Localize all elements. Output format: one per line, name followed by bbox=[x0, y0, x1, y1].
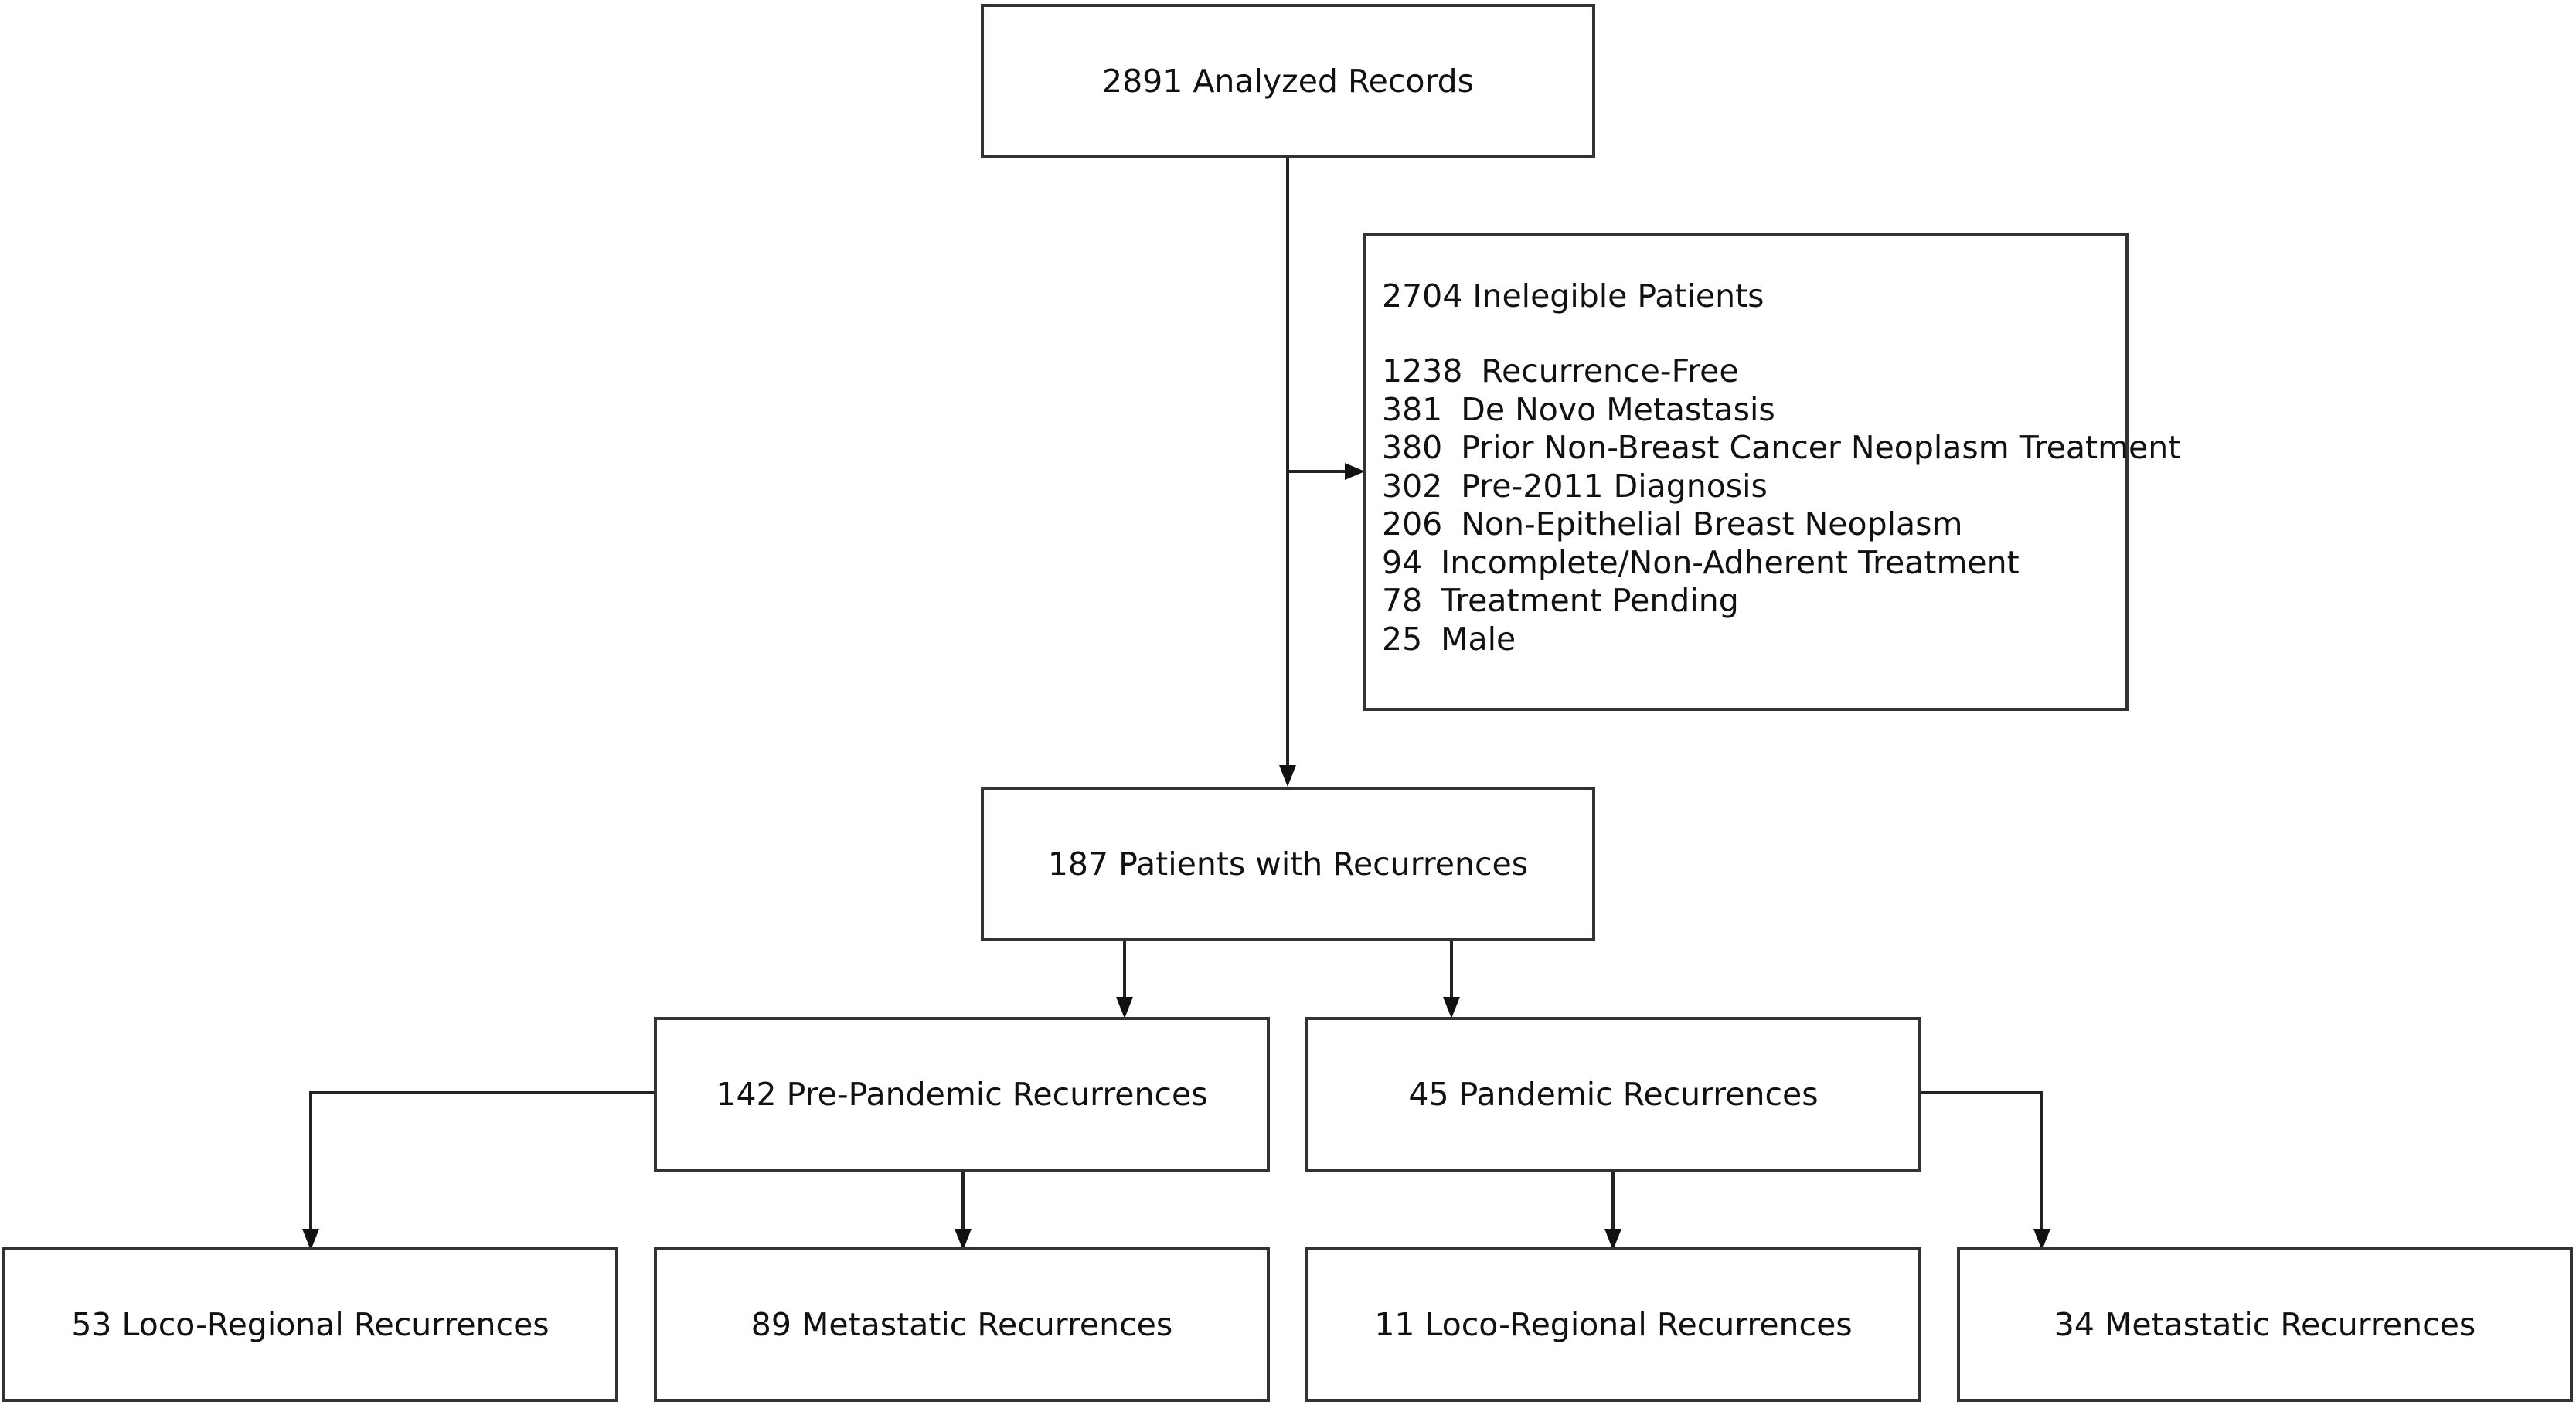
pre-pandemic-recurrences-box: 142 Pre-Pandemic Recurrences bbox=[654, 1017, 1270, 1172]
ineligible-reason-item: 380 Prior Non-Breast Cancer Neoplasm Trea… bbox=[1382, 429, 2180, 468]
arrowhead-ineligible bbox=[1345, 463, 1365, 480]
ineligible-reason-count: 380 bbox=[1382, 429, 1443, 466]
ineligible-patients-title: 2704 Inelegible Patients bbox=[1382, 277, 1764, 315]
ineligible-reason-label: Non-Epithelial Breast Neoplasm bbox=[1461, 505, 1963, 543]
ineligible-reason-count: 94 bbox=[1382, 543, 1423, 581]
pandemic-loco-regional-box: 11 Loco-Regional Recurrences bbox=[1305, 1247, 1921, 1402]
ineligible-patients-box: 2704 Inelegible Patients 1238 Recurrence-… bbox=[1363, 233, 2180, 711]
pandemic-metastatic-label: 34 Metastatic Recurrences bbox=[2054, 1305, 2476, 1343]
pandemic-recurrences-label: 45 Pandemic Recurrences bbox=[1408, 1075, 1819, 1113]
ineligible-reason-item: 302 Pre-2011 Diagnosis bbox=[1382, 468, 2125, 506]
pre-pandemic-loco-regional-box: 53 Loco-Regional Recurrences bbox=[2, 1247, 618, 1402]
ineligible-reason-count: 206 bbox=[1382, 505, 1443, 543]
ineligible-reason-label: Incomplete/Non-Adherent Treatment bbox=[1441, 543, 2020, 581]
patients-with-recurrences-label: 187 Patients with Recurrences bbox=[1047, 845, 1529, 883]
pandemic-loco-regional-label: 11 Loco-Regional Recurrences bbox=[1374, 1305, 1853, 1343]
ineligible-reason-item: 94 Incomplete/Non-Adherent Treatment bbox=[1382, 544, 2125, 583]
arrowhead-pre-metastatic bbox=[955, 1229, 972, 1250]
ineligible-reason-count: 25 bbox=[1382, 620, 1423, 658]
connector-pandemic-to-metastatic bbox=[1919, 1091, 2043, 1229]
ineligible-reason-count: 381 bbox=[1382, 390, 1443, 428]
pre-pandemic-metastatic-label: 89 Metastatic Recurrences bbox=[750, 1305, 1173, 1343]
ineligible-reason-label: Male bbox=[1441, 620, 1516, 658]
ineligible-reason-count: 1238 bbox=[1382, 352, 1463, 390]
ineligible-reason-label: Recurrence-Free bbox=[1481, 352, 1739, 390]
ineligible-reason-item: 206 Non-Epithelial Breast Neoplasm bbox=[1382, 505, 2125, 544]
arrowhead-pre-loco-regional bbox=[302, 1229, 319, 1250]
ineligible-reason-label: Pre-2011 Diagnosis bbox=[1461, 467, 1768, 505]
arrowhead-recurrences bbox=[1279, 765, 1296, 787]
pandemic-metastatic-box: 34 Metastatic Recurrences bbox=[1957, 1247, 2573, 1402]
arrowhead-pan-loco-regional bbox=[1604, 1229, 1621, 1250]
arrowhead-pre-pandemic bbox=[1116, 997, 1133, 1019]
ineligible-reason-count: 302 bbox=[1382, 467, 1443, 505]
analyzed-records-box: 2891 Analyzed Records bbox=[981, 4, 1595, 158]
ineligible-reason-item: 381 De Novo Metastasis bbox=[1382, 391, 2125, 430]
analyzed-records-label: 2891 Analyzed Records bbox=[1101, 62, 1474, 100]
ineligible-reason-item: 1238 Recurrence-Free bbox=[1382, 352, 2125, 391]
ineligible-reason-label: Treatment Pending bbox=[1441, 582, 1739, 619]
ineligible-reason-label: Prior Non-Breast Cancer Neoplasm Treatme… bbox=[1461, 429, 2181, 466]
connector-pre-pandemic-to-loco-regional bbox=[309, 1091, 655, 1229]
ineligible-reason-count: 78 bbox=[1382, 582, 1423, 619]
arrowhead-pandemic bbox=[1443, 997, 1460, 1019]
ineligible-reason-label: De Novo Metastasis bbox=[1461, 390, 1775, 428]
pre-pandemic-recurrences-label: 142 Pre-Pandemic Recurrences bbox=[716, 1075, 1208, 1113]
pre-pandemic-loco-regional-label: 53 Loco-Regional Recurrences bbox=[71, 1305, 550, 1343]
ineligible-reasons-list: 1238 Recurrence-Free 381 De Novo Metastasi… bbox=[1382, 352, 2180, 659]
arrowhead-pan-metastatic bbox=[2033, 1229, 2050, 1250]
ineligible-reason-item: 78 Treatment Pending bbox=[1382, 582, 2125, 621]
patients-with-recurrences-box: 187 Patients with Recurrences bbox=[981, 787, 1595, 941]
ineligible-reason-item: 25 Male bbox=[1382, 621, 2125, 659]
pre-pandemic-metastatic-box: 89 Metastatic Recurrences bbox=[654, 1247, 1270, 1402]
pandemic-recurrences-box: 45 Pandemic Recurrences bbox=[1305, 1017, 1921, 1172]
